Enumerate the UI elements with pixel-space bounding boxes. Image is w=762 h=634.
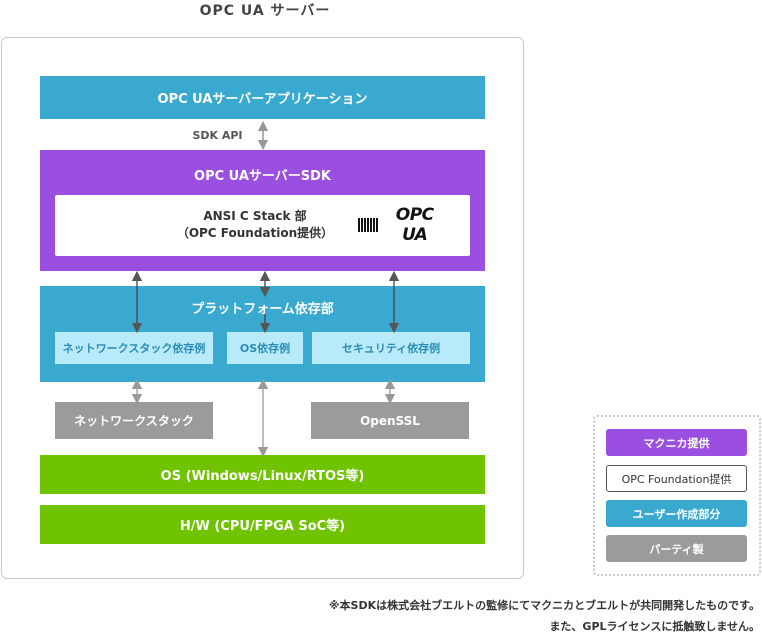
platform-title: プラットフォーム依存部 xyxy=(191,301,334,317)
ansi-c-stack-box: ANSI C Stack 部 （OPC Foundation提供） OPC UA xyxy=(55,195,470,256)
hw-layer: H/W (CPU/FPGA SoC等) xyxy=(40,505,485,544)
network-stack-box: ネットワークスタック xyxy=(55,402,213,439)
legend-user-created: ユーザー作成部分 xyxy=(606,500,747,527)
network-stack-dependent-example: ネットワークスタック依存例 xyxy=(55,332,213,364)
server-sdk-layer: OPC UAサーバーSDK ANSI C Stack 部 （OPC Founda… xyxy=(40,150,485,271)
legend xyxy=(593,415,761,576)
footnote-line1: ※本SDKは株式会社ブエルトの監修にてマクニカとブエルトが共同開発したものです。 xyxy=(328,599,760,612)
server-sdk-title: OPC UAサーバーSDK xyxy=(194,168,331,184)
openssl-box: OpenSSL xyxy=(311,402,469,439)
platform-dependent-layer: プラットフォーム依存部 ネットワークスタック依存例 OS依存例 セキュリティ依存… xyxy=(40,286,485,382)
ansi-c-stack-line2: （OPC Foundation提供） xyxy=(176,226,334,240)
server-frame xyxy=(1,37,524,579)
opc-ua-logo: OPC UA xyxy=(358,205,448,245)
server-application-layer: OPC UAサーバーアプリケーション xyxy=(40,76,485,119)
legend-macnica: マクニカ提供 xyxy=(606,429,747,456)
ansi-c-stack-line1: ANSI C Stack 部 xyxy=(203,209,307,223)
security-dependent-example: セキュリティ依存例 xyxy=(312,332,470,364)
legend-third-party: パーティ製 xyxy=(606,535,747,562)
opc-ua-logo-text: OPC UA xyxy=(395,205,434,245)
os-layer: OS (Windows/Linux/RTOS等) xyxy=(40,455,485,494)
diagram-title: OPC UA サーバー xyxy=(199,3,331,19)
footnote-line2: また、GPLライセンスに抵触致しません。 xyxy=(549,620,760,633)
legend-opc-foundation: OPC Foundation提供 xyxy=(606,465,747,492)
sdk-api-label: SDK API xyxy=(192,128,243,142)
ansi-c-stack-text: ANSI C Stack 部 （OPC Foundation提供） xyxy=(155,208,355,242)
os-dependent-example: OS依存例 xyxy=(227,332,303,364)
opc-ua-logo-mark-icon xyxy=(358,218,380,232)
